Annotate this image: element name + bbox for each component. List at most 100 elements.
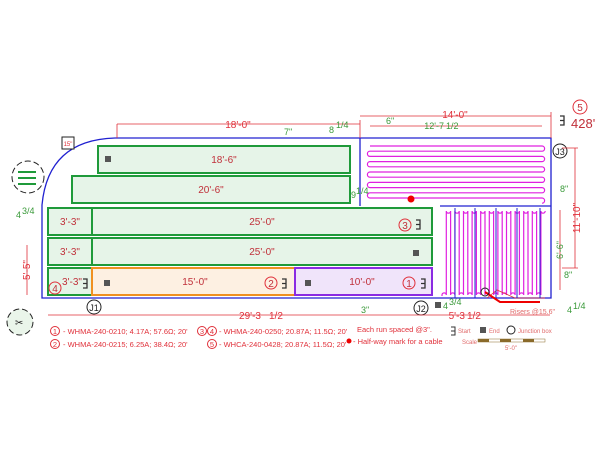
cable-number-3: 3 bbox=[398, 218, 412, 232]
junction-box-j3[interactable]: J3 bbox=[552, 143, 568, 159]
zone-label: 25'-0" bbox=[249, 217, 275, 228]
zone-label: 10'-0" bbox=[349, 277, 375, 288]
legend-start-icon bbox=[451, 326, 456, 336]
detail-cable-icon bbox=[18, 171, 36, 185]
dim-8: 8" bbox=[560, 184, 568, 194]
start-markers bbox=[83, 115, 565, 289]
svg-text:J1: J1 bbox=[89, 303, 99, 313]
zone-18-6[interactable] bbox=[97, 145, 351, 174]
dim-room5-inner: 12'-7 bbox=[424, 121, 444, 131]
dim-top-8: 8 bbox=[329, 125, 334, 135]
halfway-mark bbox=[407, 195, 415, 203]
legend-scale: Scale bbox=[462, 340, 478, 346]
dim-top-18: 18'-0" bbox=[225, 120, 251, 131]
svg-text:2: 2 bbox=[53, 340, 57, 349]
svg-text:5: 5 bbox=[210, 340, 214, 349]
scale-bar bbox=[477, 338, 546, 343]
zone-left-label: 3'-3" bbox=[60, 217, 80, 228]
dim-j2-4-fraction: 3/4 bbox=[449, 297, 462, 307]
zone-left-label: 3'-3" bbox=[62, 277, 82, 288]
cable-number-5: 5 bbox=[572, 99, 588, 115]
dim-bottom-total-fraction: 1/2 bbox=[269, 311, 283, 322]
dim-j2-4: 4 bbox=[443, 301, 448, 311]
svg-text:- WHMA-240-0215; 6.25A; 38.4Ω;: - WHMA-240-0215; 6.25A; 38.4Ω; 20' bbox=[63, 340, 188, 349]
dim-left-4-fraction: 3/4 bbox=[22, 206, 35, 216]
cable-number-1: 1 bbox=[402, 276, 416, 290]
cable-number-2: 2 bbox=[264, 276, 278, 290]
legend-halfway-dot bbox=[346, 338, 352, 344]
svg-text:- WHCA-240-0428; 20.87A; 11.5Ω: - WHCA-240-0428; 20.87A; 11.5Ω; 20' bbox=[219, 340, 347, 349]
legend-spacing: Each run spaced @3". bbox=[357, 325, 432, 334]
junction-box-j2[interactable]: J2 bbox=[413, 300, 429, 316]
dim-height-11: 11'-10" bbox=[572, 202, 583, 233]
svg-text:3: 3 bbox=[402, 221, 408, 232]
svg-text:2: 2 bbox=[268, 279, 274, 290]
svg-text:3: 3 bbox=[200, 327, 204, 336]
svg-text:- WHMA-240-0210; 4.17A; 57.6Ω;: - WHMA-240-0210; 4.17A; 57.6Ω; 20' bbox=[63, 327, 188, 336]
svg-text:- WHMA-240-0250; 20.87A; 11.5Ω: - WHMA-240-0250; 20.87A; 11.5Ω; 20' bbox=[219, 327, 348, 336]
legend-end-icon bbox=[480, 327, 486, 333]
zone-1[interactable] bbox=[294, 267, 433, 296]
svg-text:1: 1 bbox=[53, 327, 57, 336]
zone-label: 20'-6" bbox=[198, 185, 224, 196]
legend-junction-icon bbox=[506, 325, 516, 335]
zone-label: 25'-0" bbox=[249, 247, 275, 258]
svg-text:J2: J2 bbox=[416, 304, 426, 314]
cable-5-serpentine bbox=[366, 145, 546, 296]
svg-text:J3: J3 bbox=[555, 147, 565, 157]
dim-top-7: 7" bbox=[284, 127, 292, 137]
legend-halfway: - Half-way mark for a cable bbox=[353, 337, 443, 346]
legend-item-1: 1 - WHMA-240-0210; 4.17A; 57.6Ω; 20' bbox=[50, 326, 188, 336]
scissors-icon: ✂ bbox=[15, 318, 23, 329]
zone-row5-left[interactable] bbox=[47, 267, 93, 296]
dim-left-5: 5'-5" bbox=[22, 260, 33, 280]
dim-room5-width: 14'-0" bbox=[442, 110, 468, 121]
legend: 1 - WHMA-240-0210; 4.17A; 57.6Ω; 20' 2 - W… bbox=[50, 325, 552, 352]
zone-label: 18'-6" bbox=[211, 155, 237, 166]
svg-text:4: 4 bbox=[52, 284, 58, 295]
dim-room5-inner-fraction: 1/2 bbox=[446, 121, 459, 131]
dim-right-4-fraction: 1/4 bbox=[573, 301, 586, 311]
riser-leader bbox=[484, 291, 540, 303]
detail-box-15: 15" bbox=[61, 136, 75, 150]
zone-row3[interactable] bbox=[47, 207, 433, 236]
legend-junction: Junction box bbox=[518, 329, 552, 335]
zone-row4[interactable] bbox=[47, 237, 433, 266]
legend-end: End bbox=[489, 329, 500, 335]
dim-bottom-5-fraction: 1/2 bbox=[467, 311, 481, 322]
dim-bottom-5: 5'-3 bbox=[449, 311, 466, 322]
legend-start: Start bbox=[458, 329, 471, 335]
scissors-detail-circle bbox=[6, 308, 34, 336]
dim-left-4: 4 bbox=[16, 210, 21, 220]
svg-text:5: 5 bbox=[577, 103, 583, 114]
zone-20-6[interactable] bbox=[71, 175, 351, 204]
end-markers bbox=[104, 156, 441, 308]
dim-height-6: 6'-6" bbox=[555, 241, 565, 259]
junction-box-j1[interactable]: J1 bbox=[86, 299, 102, 315]
risers-label: Risers @15.6" bbox=[510, 309, 556, 316]
dim-bottom-3: 3" bbox=[361, 305, 369, 315]
riser-marker bbox=[480, 287, 490, 297]
cable-run bbox=[366, 145, 546, 204]
dim-bottom-total: 29'-3 bbox=[239, 311, 261, 322]
cable-5-length: 428' bbox=[571, 116, 595, 131]
dim-top-8-fraction: 1/4 bbox=[336, 120, 349, 130]
dimension-lines bbox=[26, 112, 578, 316]
cable-run bbox=[441, 210, 546, 296]
svg-text:4: 4 bbox=[210, 327, 214, 336]
dim-9-fraction: 1/4 bbox=[356, 186, 369, 196]
svg-text:15": 15" bbox=[64, 142, 73, 148]
dim-right-8: 8" bbox=[564, 270, 572, 280]
cable-number-4: 4 bbox=[48, 281, 62, 295]
zone-label: 15'-0" bbox=[182, 277, 208, 288]
legend-item-5: 5 - WHCA-240-0428; 20.87A; 11.5Ω; 20' bbox=[207, 339, 347, 349]
dim-9: 9 bbox=[351, 190, 356, 200]
room-outline bbox=[41, 137, 552, 299]
dim-6: 6" bbox=[386, 116, 394, 126]
dim-right-4: 4 bbox=[567, 305, 572, 315]
zone-left-label: 3'-3" bbox=[60, 247, 80, 258]
svg-text:1: 1 bbox=[406, 279, 412, 290]
legend-item-2: 2 - WHMA-240-0215; 6.25A; 38.4Ω; 20' bbox=[50, 339, 188, 349]
